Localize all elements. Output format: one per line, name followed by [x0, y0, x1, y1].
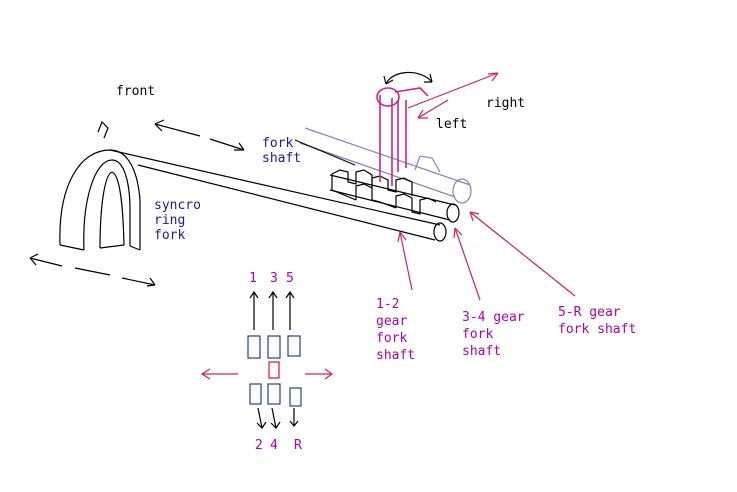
- pattern-arrows-down: [256, 407, 299, 429]
- gear-label-4: 4: [270, 438, 278, 453]
- pattern-left-right-arrows: [200, 368, 334, 380]
- front-direction-arrow: [154, 119, 245, 151]
- label-shaft-1-2: 1-2 gear fork shaft: [376, 297, 416, 363]
- shaft-3-4: [329, 174, 460, 223]
- label-shaft-3-4: 3-4 gear fork shaft: [462, 310, 525, 359]
- fork-shaft-pointer: [294, 139, 356, 166]
- syncro-ring-fork: [59, 120, 141, 251]
- right-left-arrows: [407, 72, 499, 119]
- fork-shaft-notches: [331, 169, 437, 215]
- gear-lever: [376, 87, 429, 186]
- side-direction-arrow: [29, 253, 156, 287]
- pointer-1-2: [397, 231, 413, 291]
- pattern-gate-boxes: [247, 335, 302, 407]
- faint-shaft-5r: [299, 127, 472, 204]
- rotation-arrow: [383, 71, 433, 85]
- pointer-3-4: [453, 227, 481, 301]
- label-left: left: [436, 117, 468, 132]
- gear-label-5: 5: [286, 271, 294, 286]
- gear-label-1: 1: [249, 271, 257, 286]
- shaft-1-2: [109, 149, 447, 242]
- gear-label-3: 3: [270, 271, 278, 286]
- shift-pattern: [200, 290, 334, 429]
- pointer-5-r: [469, 211, 576, 297]
- label-syncro-ring-fork: syncro ring fork: [154, 198, 201, 243]
- label-right: right: [486, 96, 526, 111]
- neutral-box: [268, 361, 280, 379]
- label-fork-shaft: fork shaft: [262, 136, 302, 166]
- gear-label-r: R: [294, 438, 302, 453]
- label-front: front: [116, 84, 156, 99]
- gear-label-2: 2: [255, 438, 263, 453]
- label-shaft-5-r: 5-R gear fork shaft: [558, 305, 637, 337]
- pattern-arrows-up: [249, 290, 295, 330]
